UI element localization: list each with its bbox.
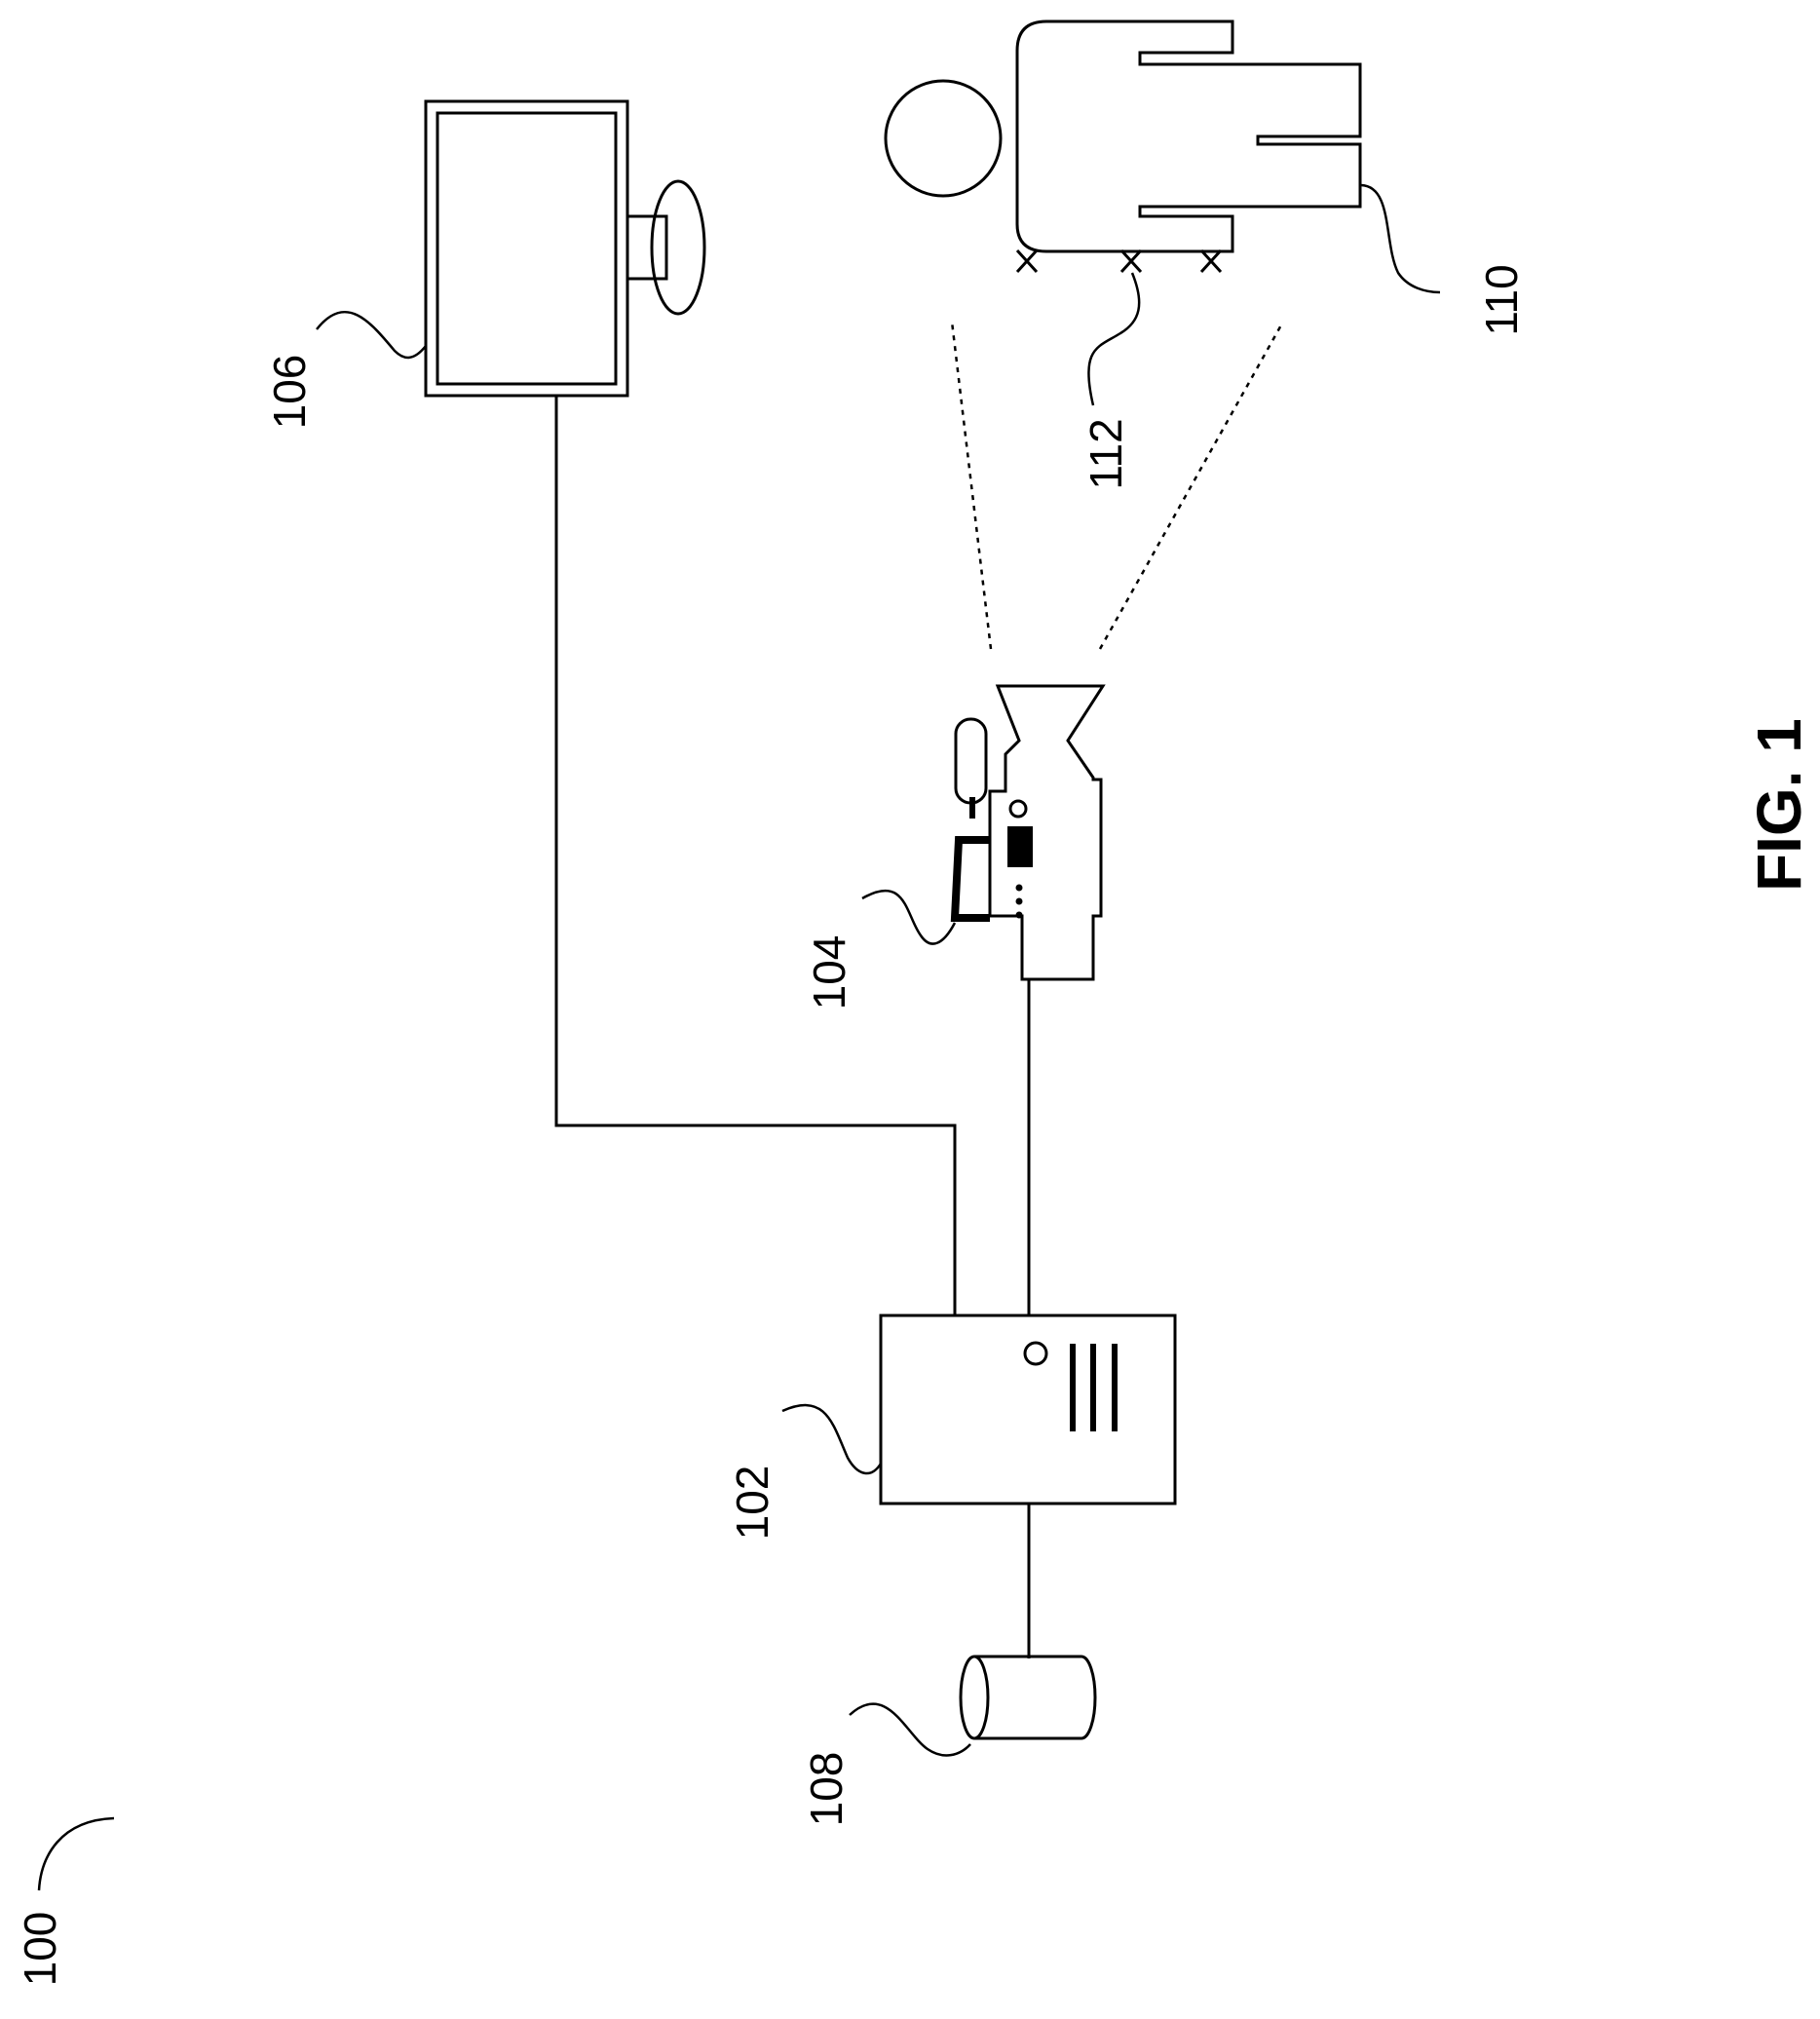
- camera-button-2: [1016, 898, 1023, 905]
- leader-108: [850, 1704, 970, 1756]
- wire-monitor-server: [556, 396, 955, 1315]
- server-vent-1: [1070, 1344, 1076, 1431]
- leader-lines: [39, 185, 1440, 1890]
- leader-112: [1088, 273, 1139, 405]
- camera: [955, 686, 1103, 979]
- leader-104: [862, 891, 955, 944]
- camera-lens-dot: [1010, 801, 1026, 817]
- ref-106: 106: [264, 355, 315, 430]
- ref-100: 100: [15, 1912, 65, 1987]
- database: [961, 1657, 1095, 1738]
- marker-1: [1017, 250, 1037, 272]
- camera-body: [990, 686, 1103, 979]
- camera-handle: [955, 840, 990, 918]
- camera-display: [1007, 826, 1033, 867]
- database-cylinder: [961, 1657, 1095, 1738]
- leader-102: [782, 1405, 881, 1473]
- leader-106: [317, 312, 426, 358]
- server-box: [881, 1315, 1175, 1504]
- fov-line-left: [952, 322, 991, 649]
- figure-label: FIG. 1: [1744, 718, 1814, 892]
- person-body: [1017, 21, 1360, 251]
- ref-108: 108: [801, 1752, 852, 1827]
- person: [886, 21, 1360, 251]
- monitor-stand: [652, 181, 704, 314]
- leader-110: [1360, 185, 1440, 292]
- monitor-neck: [627, 216, 666, 279]
- server-vent-3: [1112, 1344, 1118, 1431]
- ref-112: 112: [1081, 418, 1131, 489]
- ref-102: 102: [727, 1466, 777, 1541]
- connection-wires: [556, 396, 1029, 1658]
- monitor-screen: [437, 113, 616, 384]
- monitor: [426, 101, 704, 396]
- server: [881, 1315, 1175, 1504]
- ref-110: 110: [1476, 264, 1527, 335]
- server-power-led: [1025, 1343, 1046, 1364]
- person-head: [886, 81, 1001, 196]
- database-cylinder-rim: [974, 1657, 988, 1738]
- marker-3: [1201, 250, 1221, 272]
- marker-2: [1121, 250, 1141, 272]
- camera-button-1: [1016, 885, 1023, 892]
- motion-markers: [1017, 250, 1221, 272]
- camera-microphone: [956, 719, 986, 803]
- camera-button-3: [1016, 912, 1023, 919]
- server-vent-2: [1090, 1344, 1096, 1431]
- monitor-frame: [426, 101, 627, 396]
- leader-100: [39, 1818, 114, 1890]
- ref-104: 104: [804, 935, 854, 1010]
